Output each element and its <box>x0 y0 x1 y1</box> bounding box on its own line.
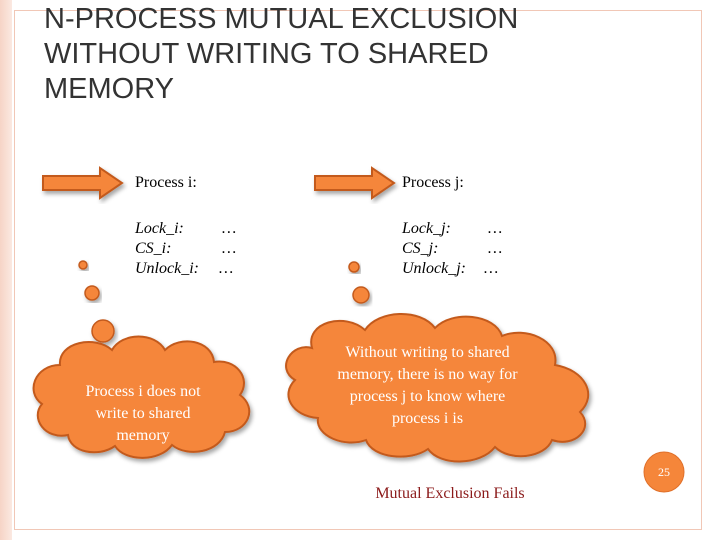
cloud-right-line-2: memory, there is no way for <box>337 366 518 383</box>
page-number: 25 <box>658 465 670 479</box>
arrow-right-icon-i <box>42 166 124 200</box>
left-border-bar <box>0 0 12 540</box>
process-j-unlock-value: … <box>484 260 499 277</box>
process-i-unlock-value: … <box>219 260 234 277</box>
cloud-right-line-1: Without writing to shared <box>345 344 510 361</box>
thought-bubble-small-right <box>348 261 360 273</box>
process-j-lock-label: Lock_j: <box>402 220 451 237</box>
process-i-cs-label: CS_i: <box>135 240 172 257</box>
process-i-lock-value: … <box>222 220 237 237</box>
cloud-left-line-3: memory <box>116 427 170 444</box>
slide-frame <box>14 10 702 530</box>
thought-cloud-left <box>32 335 251 459</box>
cloud-left-line-1: Process i does not <box>85 383 201 400</box>
conclusion-text: Mutual Exclusion Fails <box>375 485 525 502</box>
process-j-lock-value: … <box>488 220 503 237</box>
title-line-2: WITHOUT WRITING TO SHARED <box>44 38 489 70</box>
page-number-badge <box>643 451 685 493</box>
thought-bubble-medium-right <box>352 286 370 304</box>
title-line-3: MEMORY <box>44 73 174 105</box>
cloud-right-line-4: process i is <box>391 410 464 427</box>
thought-bubble-large-left <box>91 319 115 343</box>
title-line-1: N-PROCESS MUTUAL EXCLUSION <box>44 3 519 35</box>
process-i-cs-value: … <box>222 240 237 257</box>
process-j-unlock-label: Unlock_j: <box>402 260 466 277</box>
thought-cloud-right <box>285 313 590 463</box>
thought-bubble-small-left <box>78 260 88 270</box>
process-j-header: Process j: <box>402 174 464 191</box>
cloud-right-line-3: process j to know where <box>349 388 506 405</box>
cloud-right-text: Without writing to shared memory, there … <box>315 342 540 430</box>
process-j-cs-label: CS_j: <box>402 240 439 257</box>
arrow-right-icon-j <box>314 166 396 200</box>
slide-title: N-PROCESS MUTUAL EXCLUSION WITHOUT WRITI… <box>44 2 604 107</box>
process-i-unlock-label: Unlock_i: <box>135 260 199 277</box>
process-i-lock-label: Lock_i: <box>135 220 184 237</box>
thought-bubble-medium-left <box>84 285 100 301</box>
cloud-left-line-2: write to shared <box>95 405 191 422</box>
cloud-left-text: Process i does not write to shared memor… <box>48 381 238 447</box>
process-j-cs-value: … <box>488 240 503 257</box>
process-i-header: Process i: <box>135 174 197 191</box>
